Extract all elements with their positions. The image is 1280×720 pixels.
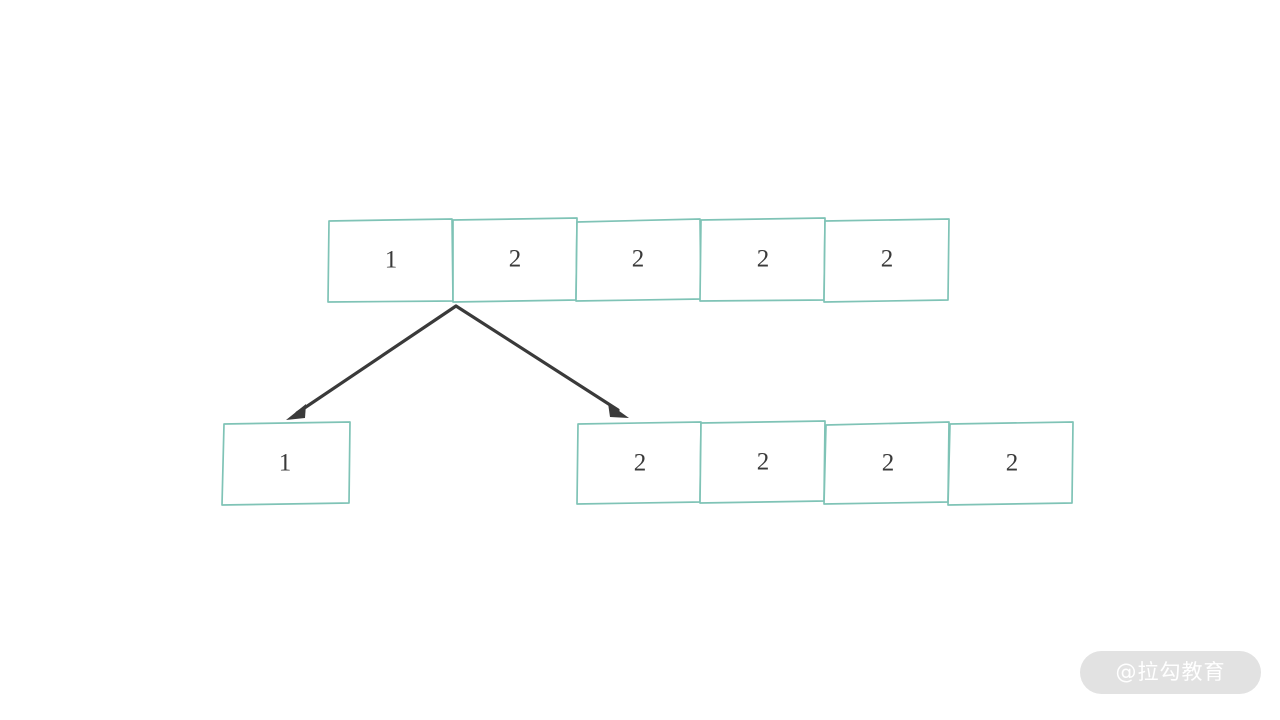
array-cell[interactable]: 2 <box>699 217 826 302</box>
array-cell[interactable]: 2 <box>575 218 702 302</box>
cell-value: 2 <box>757 449 770 476</box>
cell-border <box>947 421 1074 506</box>
array-cell[interactable]: 2 <box>576 421 702 505</box>
arrow-shaft <box>454 304 620 412</box>
cell-value: 1 <box>279 450 292 477</box>
cell-value: 2 <box>882 450 895 477</box>
array-cell[interactable]: 2 <box>699 420 826 504</box>
array-cell[interactable]: 2 <box>947 421 1074 506</box>
array-cell[interactable]: 2 <box>823 218 950 303</box>
arrow-to-left-partition <box>286 304 458 420</box>
watermark-text: @拉勾教育 <box>1115 660 1226 684</box>
arrow-shaft <box>295 304 458 415</box>
source-array-row: 1 2 2 2 2 <box>327 217 950 303</box>
cell-value: 1 <box>385 247 398 274</box>
cell-value: 2 <box>632 246 645 273</box>
cell-value: 2 <box>881 246 894 273</box>
cell-border <box>823 218 950 303</box>
cell-value: 2 <box>634 450 647 477</box>
array-cell[interactable]: 2 <box>823 421 950 505</box>
arrow-head <box>608 403 629 418</box>
watermark: @拉勾教育 <box>1080 651 1261 694</box>
left-partition-row: 1 <box>221 421 351 506</box>
cell-value: 2 <box>509 246 522 273</box>
array-cell[interactable]: 1 <box>327 218 454 303</box>
cell-value: 2 <box>757 246 770 273</box>
array-cell[interactable]: 2 <box>452 217 578 303</box>
cell-border <box>221 421 351 506</box>
cell-value: 2 <box>1006 450 1019 477</box>
right-partition-row: 2 2 2 2 <box>576 420 1074 506</box>
arrow-head <box>286 404 306 420</box>
arrow-to-right-partition <box>454 304 629 418</box>
array-cell[interactable]: 1 <box>221 421 351 506</box>
